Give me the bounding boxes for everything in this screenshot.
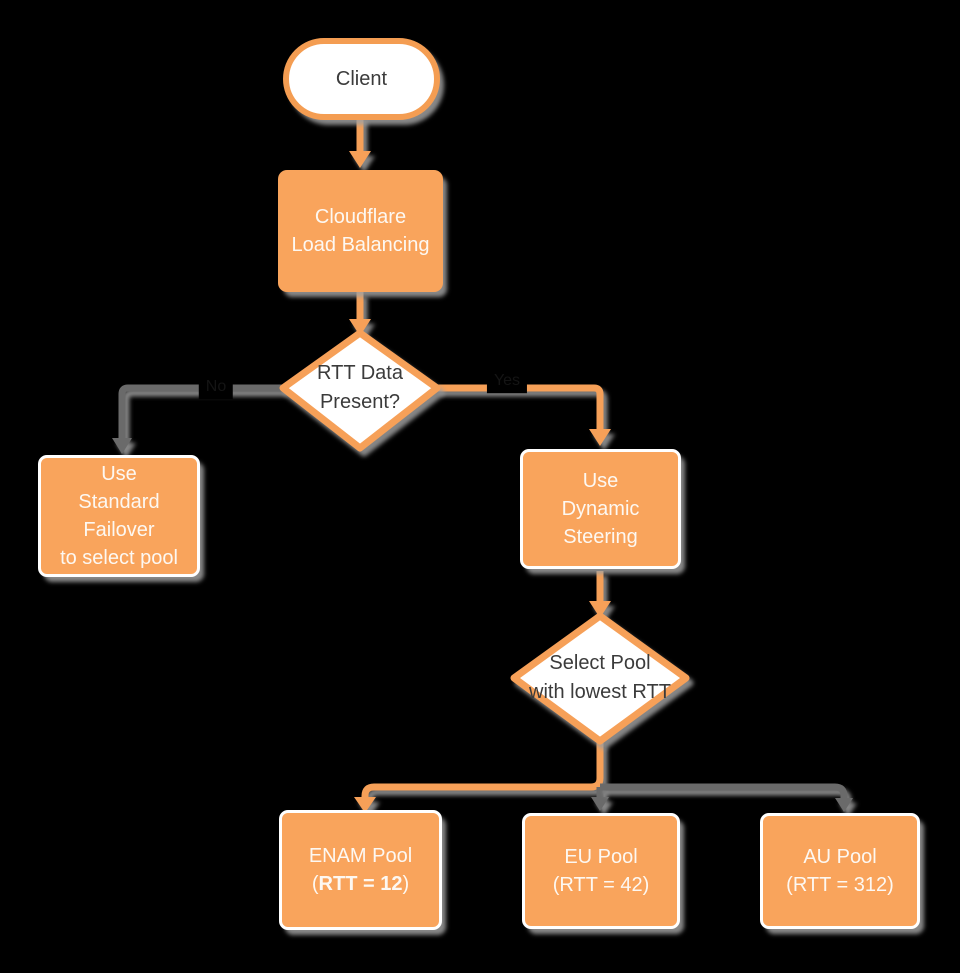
node-au-pool: AU Pool (RTT = 312) — [760, 813, 920, 929]
au-pool-line1: AU Pool — [803, 846, 877, 868]
node-client: Client — [283, 38, 440, 120]
arrowhead-lb-to-rtt-decision — [349, 319, 371, 336]
arrowhead-select-pool-to-eu — [591, 797, 609, 811]
enam-pool-rtt: (RTT = 12) — [312, 870, 409, 898]
arrowhead-yes-to-dynamic-steering — [589, 429, 611, 446]
arrowhead-client-to-lb — [349, 151, 371, 168]
select-pool-line2: with lowest RTT — [529, 681, 671, 703]
node-dynamic-steering: Use Dynamic Steering — [520, 449, 681, 569]
standard-failover-line3: to select pool — [60, 547, 178, 569]
dynamic-steering-line2: Dynamic Steering — [561, 498, 640, 548]
edge-label-yes: Yes — [486, 369, 528, 393]
rtt-decision-line1: RTT Data — [317, 362, 403, 384]
select-pool-line1: Select Pool — [549, 652, 651, 674]
arrowhead-no-to-standard-failover — [112, 438, 132, 454]
node-cloudflare-line1: Cloudflare — [314, 206, 407, 228]
enam-rtt-open: ( — [311, 873, 319, 895]
au-pool-line2: (RTT = 312) — [786, 874, 894, 896]
arrowhead-select-pool-to-enam — [354, 797, 376, 813]
node-select-pool-text: Select Pool with lowest RTT — [505, 642, 695, 714]
node-rtt-decision-text: RTT Data Present? — [280, 352, 440, 424]
node-cloudflare-line2: Load Balancing — [291, 234, 430, 256]
edge-label-no: No — [198, 375, 234, 399]
edge-yes-to-dynamic-steering — [436, 384, 604, 431]
edge-no-to-standard-failover — [118, 384, 284, 440]
arrowhead-dynamic-to-select-pool — [589, 601, 611, 618]
node-standard-failover: Use Standard Failover to select pool — [38, 455, 200, 577]
arrowhead-select-pool-to-au — [835, 798, 853, 812]
node-cloudflare-load-balancing: Cloudflare Load Balancing — [278, 170, 443, 292]
standard-failover-line1: Use — [101, 463, 137, 485]
enam-pool-title: ENAM Pool — [308, 845, 413, 867]
edge-select-pool-to-enam — [361, 742, 604, 799]
eu-pool-line1: EU Pool — [564, 846, 638, 868]
standard-failover-line2: Standard Failover — [78, 491, 160, 541]
node-client-label: Client — [335, 68, 388, 90]
enam-rtt-close: ) — [402, 873, 410, 895]
node-eu-pool: EU Pool (RTT = 42) — [522, 813, 680, 929]
enam-rtt-value: RTT = 12 — [318, 873, 403, 895]
node-enam-pool: ENAM Pool (RTT = 12) — [279, 810, 442, 930]
rtt-decision-diamond — [279, 329, 441, 452]
select-pool-diamond — [510, 612, 690, 745]
dynamic-steering-line1: Use — [582, 470, 619, 492]
eu-pool-line2: (RTT = 42) — [552, 874, 650, 896]
rtt-decision-line2: Present? — [319, 391, 401, 413]
edge-select-pool-to-au — [600, 783, 848, 800]
